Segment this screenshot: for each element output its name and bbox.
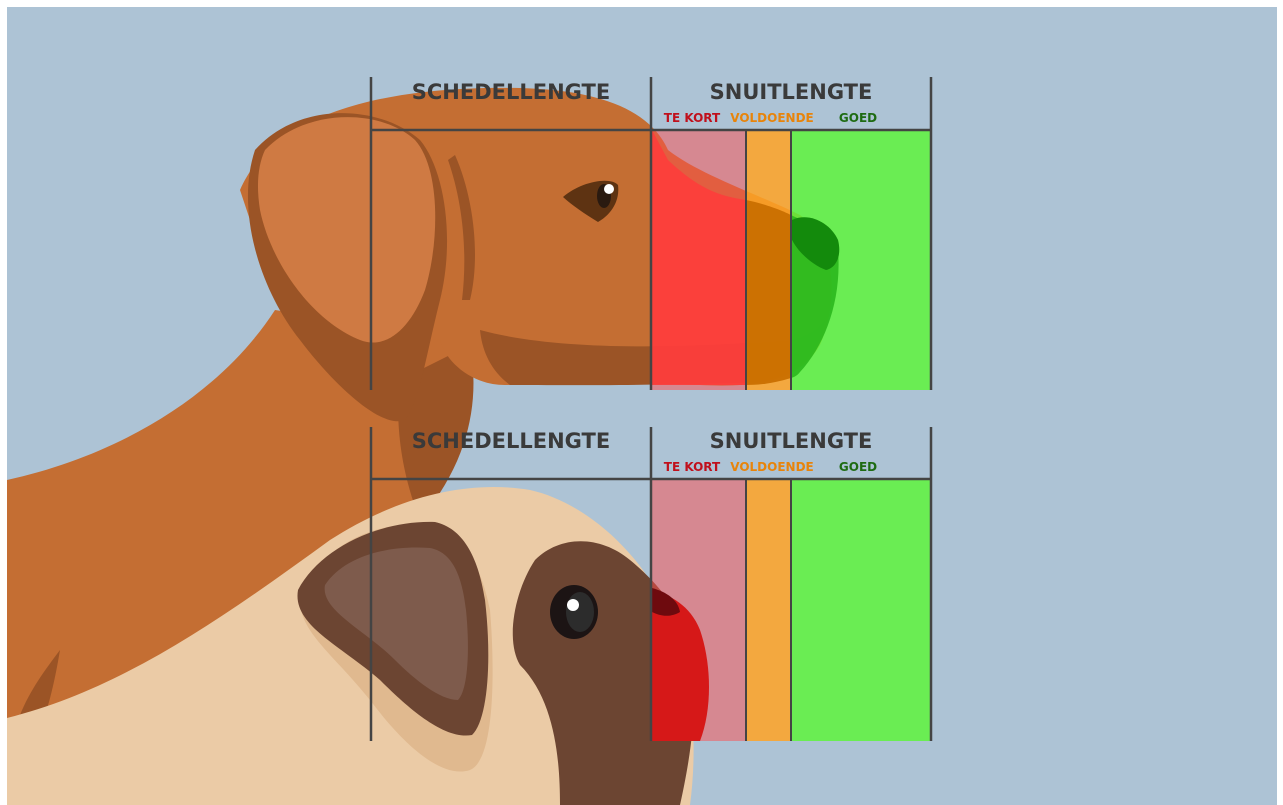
bottom-good-label: GOED (839, 460, 877, 474)
pug-eye-highlight (567, 599, 579, 611)
top-ruler (369, 77, 933, 390)
dog-cheek-line (448, 155, 475, 300)
bottom-too-short-label: TE KORT (664, 460, 721, 474)
bottom-zones (652, 479, 931, 741)
bottom-muzzle-length-label: SNUITLENGTE (710, 429, 873, 453)
top-skull-length-label: SCHEDELLENGTE (412, 80, 610, 104)
bottom-ruler (369, 427, 933, 741)
top-muzzle-length-label: SNUITLENGTE (710, 80, 873, 104)
bottom-nose-overlay (652, 588, 680, 616)
top-nose-overlay (790, 217, 840, 270)
bottom-skull-length-label: SCHEDELLENGTE (412, 429, 610, 453)
top-snout-overlay-orange (746, 200, 791, 385)
top-snout-overlay-red (652, 130, 746, 385)
bottom-snout-overlay-red (652, 590, 709, 741)
dog-ear-light (257, 117, 436, 343)
dog-eye-highlight (604, 184, 614, 194)
bottom-zone-good (791, 479, 931, 741)
pug-ear-inner (324, 547, 468, 700)
top-zones (652, 130, 931, 390)
top-too-short-label: TE KORT (664, 111, 721, 125)
pug-illustration (7, 487, 695, 805)
bottom-zone-sufficient (746, 479, 791, 741)
pug-pupil (566, 592, 594, 632)
dog-neck (7, 310, 470, 725)
top-sufficient-label: VOLDOENDE (730, 111, 813, 125)
bottom-sufficient-label: VOLDOENDE (730, 460, 813, 474)
dog-leg-shadow (20, 650, 60, 715)
top-good-label: GOED (839, 111, 877, 125)
